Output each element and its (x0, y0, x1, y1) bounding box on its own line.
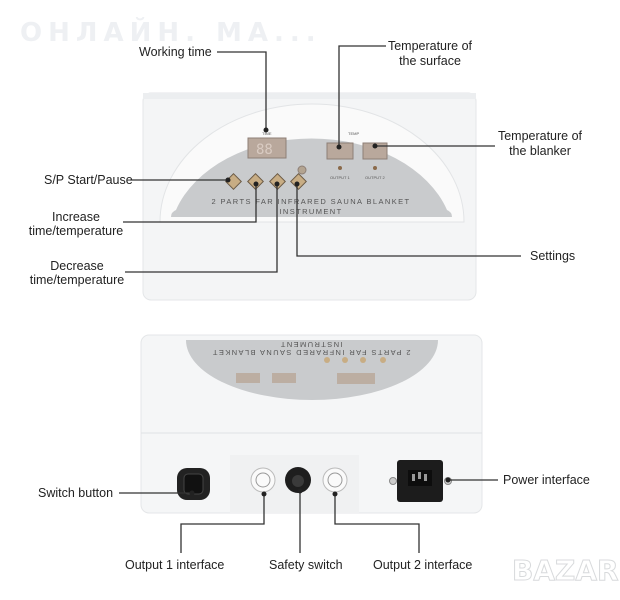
callout-temp-surface-1: Temperature of (388, 39, 473, 53)
output2-led (373, 166, 377, 170)
temp-display-inverted-1 (236, 373, 260, 383)
callout-safety-switch: Safety switch (269, 558, 343, 572)
top-callouts: Working time Temperature of the surface … (29, 39, 583, 287)
time-label: TIME (262, 131, 272, 136)
bazar-logo-text: BAZAR (512, 554, 619, 587)
time-display (247, 137, 287, 159)
increase-button[interactable] (247, 173, 264, 190)
bazar-logo: BAZAR (512, 554, 620, 588)
output1-led (338, 166, 342, 170)
button-inverted (342, 357, 348, 363)
control-panel-inverted (186, 340, 438, 400)
callout-decrease-2: time/temperature (30, 273, 125, 287)
time-display-digits: 88 (256, 142, 273, 158)
safety-switch[interactable] (285, 467, 311, 493)
watermark-text: ОНЛАЙН. МА... (20, 16, 322, 48)
panel-title-inverted-1: 2 PARTS FAR INFRARED SAUNA BLANKET (211, 348, 410, 357)
power-socket[interactable] (389, 460, 452, 502)
button-inverted (324, 357, 330, 363)
callout-start-pause: S/P Start/Pause (44, 173, 133, 187)
panel-title-inverted-2: INSTRUMENT (279, 340, 342, 349)
device-front-view: 2 PARTS FAR INFRARED SAUNA BLANKET INSTR… (140, 334, 483, 514)
settings-button[interactable] (290, 173, 307, 190)
output2-connector[interactable] (322, 467, 348, 493)
device-top-view: TIME TEMP 88 OUTPUT 1 OUTPUT 2 2 PARTS F… (142, 92, 477, 301)
time-display-inverted (337, 373, 375, 384)
output1-connector[interactable] (250, 467, 276, 493)
panel-title-line1: 2 PARTS FAR INFRARED SAUNA BLANKET (211, 197, 410, 206)
callout-output1: Output 1 interface (125, 558, 224, 572)
output1-label: OUTPUT 1 (330, 175, 350, 180)
callout-working-time: Working time (139, 45, 212, 59)
decrease-button[interactable] (269, 173, 286, 190)
callout-settings: Settings (530, 249, 575, 263)
panel-title-line2: INSTRUMENT (279, 207, 342, 216)
callout-switch-button: Switch button (38, 486, 113, 500)
blanket-temp-display (362, 142, 388, 160)
temp-label: TEMP (348, 131, 359, 136)
callout-temp-blanker-1: Temperature of (498, 129, 583, 143)
callout-output2: Output 2 interface (373, 558, 472, 572)
callout-increase-2: time/temperature (29, 224, 124, 238)
device-top-edge (143, 93, 476, 99)
power-switch[interactable] (177, 468, 210, 500)
surface-temp-display (326, 142, 354, 160)
button-inverted (360, 357, 366, 363)
button-inverted (380, 357, 386, 363)
callout-power-interface: Power interface (503, 473, 590, 487)
output2-label: OUTPUT 2 (365, 175, 385, 180)
callout-temp-surface-2: the surface (399, 54, 461, 68)
callout-temp-blanker-2: the blanker (509, 144, 571, 158)
indicator-light (297, 165, 307, 175)
callout-increase-1: Increase (52, 210, 100, 224)
start-pause-button[interactable] (225, 173, 242, 190)
callout-decrease-1: Decrease (50, 259, 104, 273)
front-callouts: Switch button Power interface Output 1 i… (38, 473, 590, 572)
temp-display-inverted-2 (272, 373, 296, 383)
